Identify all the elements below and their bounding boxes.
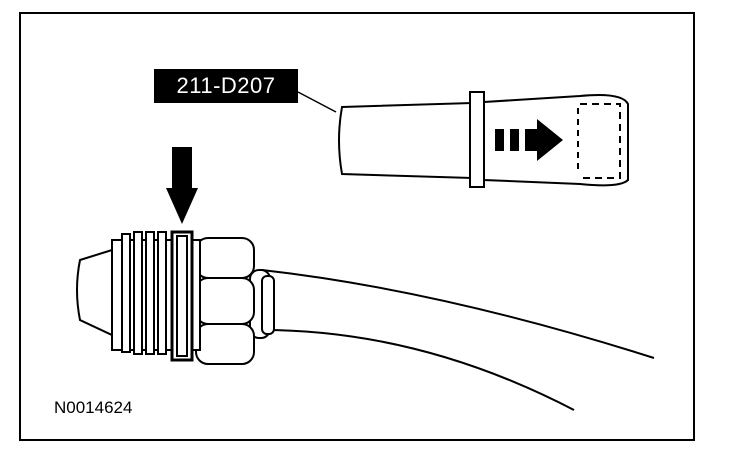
right-arrow-icon — [495, 119, 563, 161]
fitting-illustration — [76, 230, 655, 411]
diagram-frame — [19, 12, 695, 441]
down-arrow-icon — [166, 147, 198, 224]
tool-number-label: 211-D207 — [154, 69, 298, 103]
figure-id: N0014624 — [54, 398, 133, 417]
tool-illustration — [338, 91, 629, 188]
leader-line — [297, 91, 337, 113]
